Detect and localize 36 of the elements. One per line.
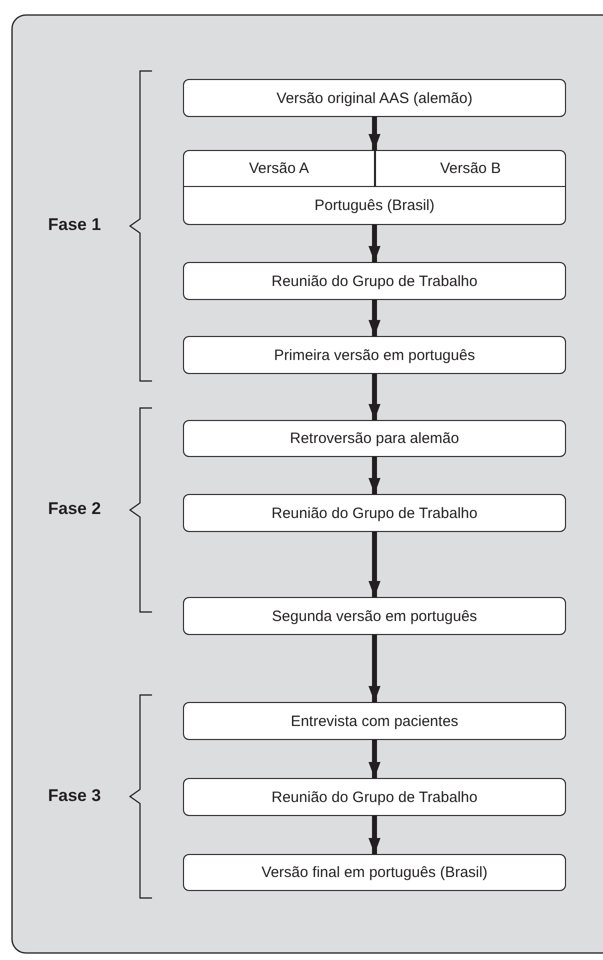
process-box <box>183 778 566 816</box>
process-box <box>183 597 566 635</box>
process-box <box>183 187 566 225</box>
box-text: Primeira versão em português <box>274 346 475 364</box>
phase-label: Fase 2 <box>48 499 101 519</box>
arrow <box>368 740 380 778</box>
box-text: Retroversão para alemão <box>290 430 460 447</box>
arrow <box>368 816 380 854</box>
process-box <box>183 79 566 117</box>
process-box <box>183 150 375 187</box>
arrow <box>368 117 380 150</box>
box-text: Reunião do Grupo de Trabalho <box>272 504 478 522</box>
arrow <box>368 225 380 262</box>
box-text: Português (Brasil) <box>314 197 435 214</box>
box-text: Versão final em português (Brasil) <box>262 864 488 881</box>
box-text: Versão A <box>248 160 310 177</box>
arrow <box>368 635 380 702</box>
process-box <box>375 150 566 187</box>
phase-label: Fase 3 <box>48 786 101 806</box>
process-box <box>183 494 566 532</box>
arrow <box>368 374 380 420</box>
arrow <box>368 300 380 336</box>
arrow <box>368 457 380 494</box>
phase-label: Fase 1 <box>48 215 101 235</box>
process-box <box>183 702 566 740</box>
box-text: Reunião do Grupo de Trabalho <box>272 788 478 806</box>
process-box <box>183 336 566 374</box>
box-text: Versão original AAS (alemão) <box>276 90 472 106</box>
process-box <box>183 854 566 891</box>
box-text: Entrevista com pacientes <box>290 712 458 730</box>
box-text: Reunião do Grupo de Trabalho <box>272 272 478 290</box>
box-text: Versão B <box>440 160 501 177</box>
box-text: Segunda versão em português <box>272 608 478 624</box>
process-box <box>183 420 566 457</box>
process-box <box>183 262 566 300</box>
arrow <box>368 532 380 597</box>
